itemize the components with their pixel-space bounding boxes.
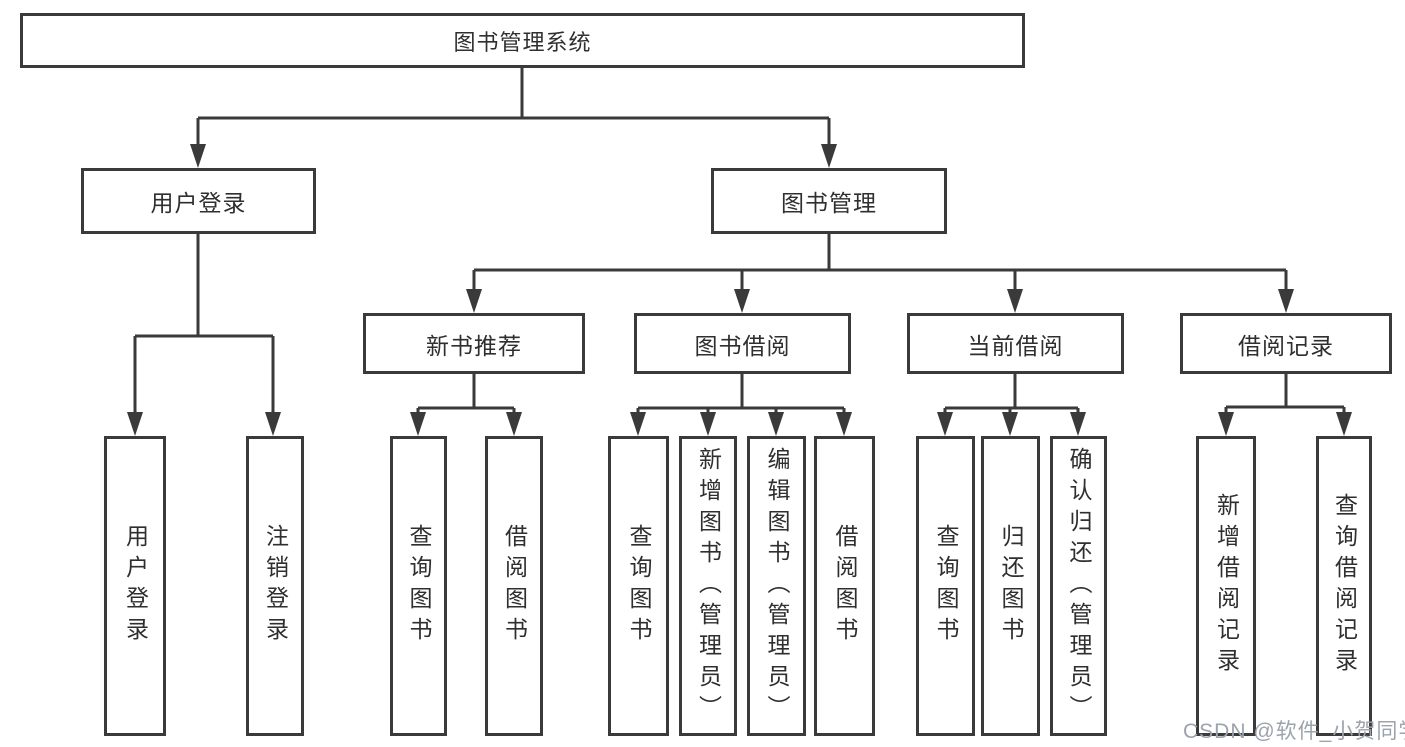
leaf-confirm-return-admin: 确认归还（管理员） (1050, 436, 1107, 736)
node-new-book-recommend: 新书推荐 (363, 313, 585, 374)
leaf-query-books-borrowing: 查询图书 (608, 436, 669, 736)
leaf-user-login: 用户登录 (104, 436, 166, 736)
leaf-add-books-admin: 新增图书（管理员） (679, 436, 737, 736)
leaf-return-books: 归还图书 (981, 436, 1040, 736)
node-user-login: 用户登录 (81, 168, 316, 234)
leaf-borrow-books-recommend: 借阅图书 (485, 436, 543, 736)
node-current-borrowing: 当前借阅 (907, 313, 1124, 374)
leaf-edit-books-admin: 编辑图书（管理员） (747, 436, 806, 736)
leaf-query-books-recommend: 查询图书 (390, 436, 447, 736)
leaf-add-borrow-record: 新增借阅记录 (1196, 436, 1256, 736)
node-root: 图书管理系统 (20, 13, 1025, 68)
node-book-borrowing: 图书借阅 (634, 313, 851, 374)
leaf-query-books-current: 查询图书 (916, 436, 975, 736)
leaf-borrow-books-borrowing: 借阅图书 (814, 436, 875, 736)
leaf-query-borrow-record: 查询借阅记录 (1316, 436, 1372, 736)
leaf-logout: 注销登录 (246, 436, 304, 736)
node-book-management: 图书管理 (711, 168, 947, 234)
csdn-watermark: CSDN @软件_小贺同学 (1183, 720, 1405, 743)
node-borrowing-records: 借阅记录 (1180, 313, 1392, 374)
